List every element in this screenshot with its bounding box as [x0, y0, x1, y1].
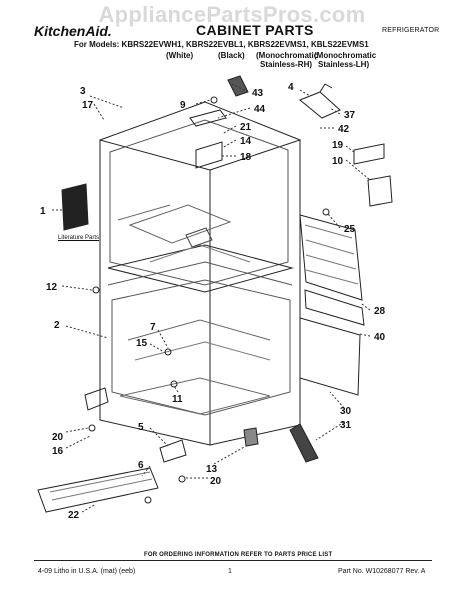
- variant-mono-rh: (Monochromatic Stainless-RH): [256, 51, 318, 69]
- models-line: For Models: KBRS22EVWH1, KBRS22EVBL1, KB…: [74, 40, 369, 49]
- literature-parts-label: Literature Parts: [58, 235, 100, 241]
- literature-booklet: [61, 183, 89, 231]
- toe-grille: [37, 467, 159, 513]
- callout-13: 13: [206, 464, 218, 475]
- footer-part-number: Part No. W10268077 Rev. A: [338, 568, 426, 575]
- callout-17: 17: [82, 100, 94, 111]
- callout-37: 37: [344, 110, 356, 121]
- callout-25: 25: [344, 224, 356, 235]
- callout-7: 7: [150, 322, 156, 333]
- cabinet-top: [99, 101, 302, 171]
- top-hinge: [195, 141, 223, 169]
- callout-18: 18: [240, 152, 252, 163]
- variant-white-line1: (White): [166, 51, 194, 60]
- callout-20-left: 20: [52, 432, 64, 443]
- cabinet-inner-liner: [109, 119, 289, 286]
- back-panel-28: [304, 289, 365, 326]
- callout-5: 5: [138, 422, 144, 433]
- callout-14: 14: [240, 136, 252, 147]
- callout-15: 15: [136, 338, 148, 349]
- callout-31: 31: [340, 420, 352, 431]
- variant-white: (White): [166, 51, 193, 60]
- variant-mono-lh-line2: Stainless-LH): [318, 60, 370, 69]
- hinge-cover: [189, 109, 227, 127]
- variant-mono-lh: (Monochromatic Stainless-LH): [314, 51, 376, 69]
- leveling-leg: [243, 427, 259, 447]
- callout-9: 9: [180, 100, 186, 111]
- callout-22: 22: [68, 510, 80, 521]
- variant-mono-rh-line2: Stainless-RH): [260, 60, 313, 69]
- watermark: AppliancePartsPros.com: [98, 2, 366, 27]
- callout-43: 43: [252, 88, 264, 99]
- handle-bracket: [299, 91, 341, 119]
- callout-28: 28: [374, 306, 386, 317]
- ordering-note: FOR ORDERING INFORMATION REFER TO PARTS …: [144, 552, 333, 558]
- cabinet-front-frame: [99, 139, 211, 446]
- callout-11: 11: [172, 394, 183, 405]
- bracket-10: [367, 175, 393, 207]
- variant-mono-lh-line1: (Monochromatic: [314, 51, 377, 60]
- callout-2: 2: [54, 320, 60, 331]
- category-label: REFRIGERATOR: [382, 27, 440, 34]
- variant-black-line1: (Black): [218, 51, 245, 60]
- callout-20-right: 20: [210, 476, 222, 487]
- callout-4: 4: [288, 82, 294, 93]
- cabinet-side: [209, 140, 301, 446]
- bracket-19: [353, 143, 385, 165]
- footer-page-number: 1: [228, 568, 232, 575]
- callout-30: 30: [340, 406, 352, 417]
- shelf-divider: [107, 244, 294, 293]
- bottom-hinge-left: [84, 387, 109, 411]
- callout-12: 12: [46, 282, 58, 293]
- callout-6: 6: [138, 460, 144, 471]
- freezer-compartment: [111, 279, 291, 416]
- callout-16: 16: [52, 446, 64, 457]
- brand-logo: KitchenAid.: [34, 23, 112, 39]
- callout-1: 1: [40, 206, 46, 217]
- variant-black: (Black): [218, 51, 245, 60]
- variant-mono-rh-line1: (Monochromatic: [256, 51, 319, 60]
- back-panel-40: [299, 317, 361, 396]
- vent-grille: [299, 214, 363, 301]
- callout-40: 40: [374, 332, 386, 343]
- callout-21: 21: [240, 122, 252, 133]
- footer-litho: 4-09 Litho in U.S.A. (mat) (eeb): [38, 568, 136, 575]
- callout-10: 10: [332, 156, 344, 167]
- callout-3: 3: [80, 86, 86, 97]
- callout-44: 44: [254, 104, 266, 115]
- callout-42: 42: [338, 124, 350, 135]
- door-stop-handle: [289, 423, 319, 463]
- page-title: CABINET PARTS: [196, 22, 314, 38]
- bottom-hinge-right: [159, 439, 187, 463]
- callout-19: 19: [332, 140, 344, 151]
- footer-rule: [34, 560, 432, 561]
